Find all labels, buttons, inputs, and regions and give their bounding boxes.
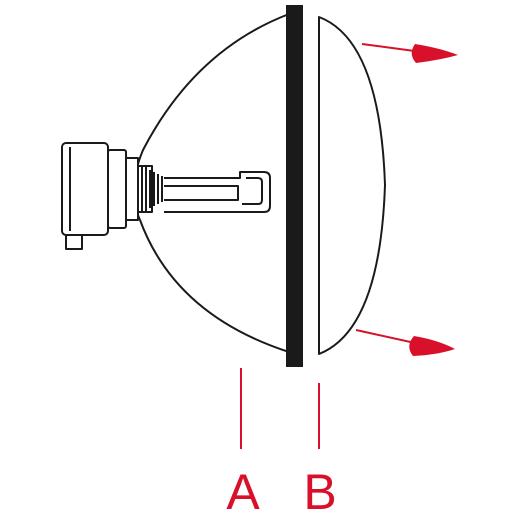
reflector-bowl [132,13,290,353]
light-arrow-bottom [355,329,455,356]
light-arrow-top [361,43,458,63]
reflector-rim [286,5,303,367]
label-b: B [303,464,336,515]
bulb-stem [137,165,271,213]
front-lens [318,16,386,355]
label-a: A [226,464,260,515]
bulb-socket [61,142,139,250]
